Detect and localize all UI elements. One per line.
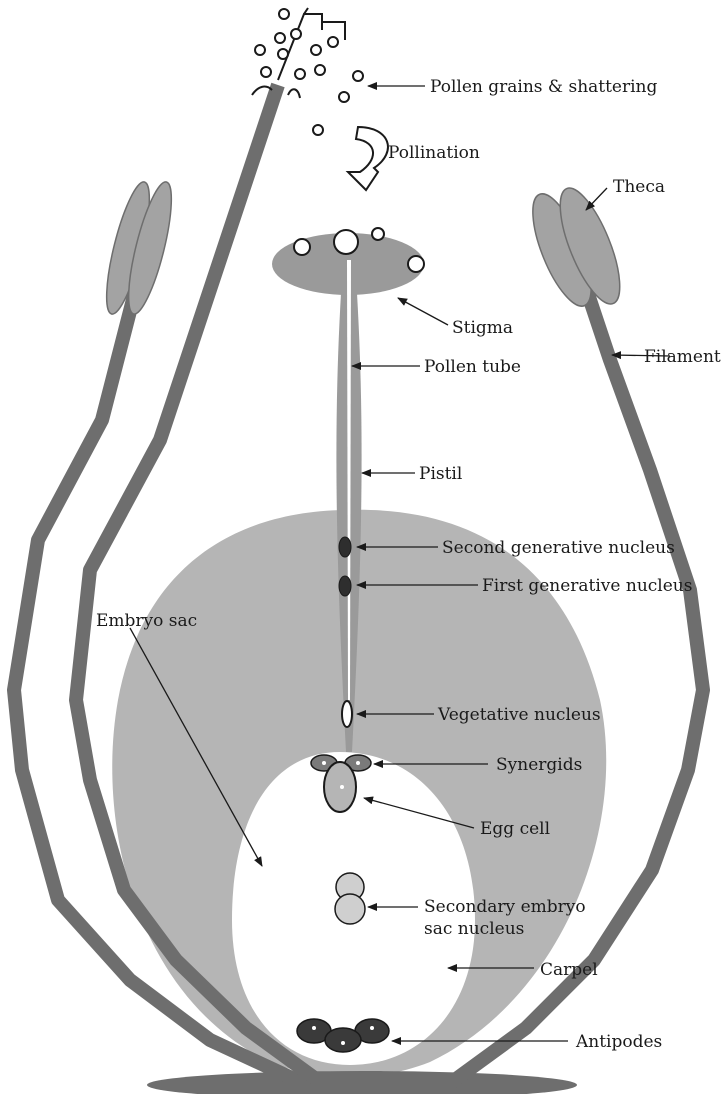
theca-right bbox=[521, 181, 632, 313]
leader-theca bbox=[586, 188, 607, 210]
label-pollination: Pollination bbox=[388, 143, 480, 163]
label-theca: Theca bbox=[613, 177, 665, 197]
leader-stigma bbox=[398, 298, 448, 325]
label-pollen-tube: Pollen tube bbox=[424, 357, 521, 377]
label-vegetative-nucleus: Vegetative nucleus bbox=[437, 705, 601, 725]
label-pistil: Pistil bbox=[419, 464, 462, 484]
egg-cell-nucleus bbox=[340, 785, 344, 789]
pollination-arrow-icon bbox=[348, 127, 388, 190]
theca-left bbox=[98, 179, 180, 318]
label-pollen-grains: Pollen grains & shattering bbox=[430, 77, 658, 97]
receptacle-base bbox=[147, 1071, 577, 1094]
label-embryo-sac: Embryo sac bbox=[96, 611, 197, 631]
label-secondary-embryo-line1: Secondary embryo bbox=[424, 897, 586, 917]
label-synergids: Synergids bbox=[496, 755, 582, 775]
label-secondary-embryo-line2: sac nucleus bbox=[424, 919, 524, 939]
first-generative-nucleus bbox=[339, 576, 351, 596]
vegetative-nucleus bbox=[342, 701, 352, 727]
label-carpel: Carpel bbox=[540, 960, 598, 980]
label-antipodes: Antipodes bbox=[575, 1032, 662, 1052]
label-second-generative-nucleus: Second generative nucleus bbox=[442, 538, 675, 558]
dehiscing-theca bbox=[252, 8, 345, 98]
second-generative-nucleus bbox=[339, 537, 351, 557]
antipodes bbox=[297, 1019, 389, 1052]
secondary-embryo-sac-nucleus bbox=[335, 873, 365, 924]
label-stigma: Stigma bbox=[452, 318, 513, 338]
label-first-generative-nucleus: First generative nucleus bbox=[482, 576, 692, 596]
label-filament: Filament bbox=[644, 347, 721, 367]
label-egg-cell: Egg cell bbox=[480, 819, 550, 839]
